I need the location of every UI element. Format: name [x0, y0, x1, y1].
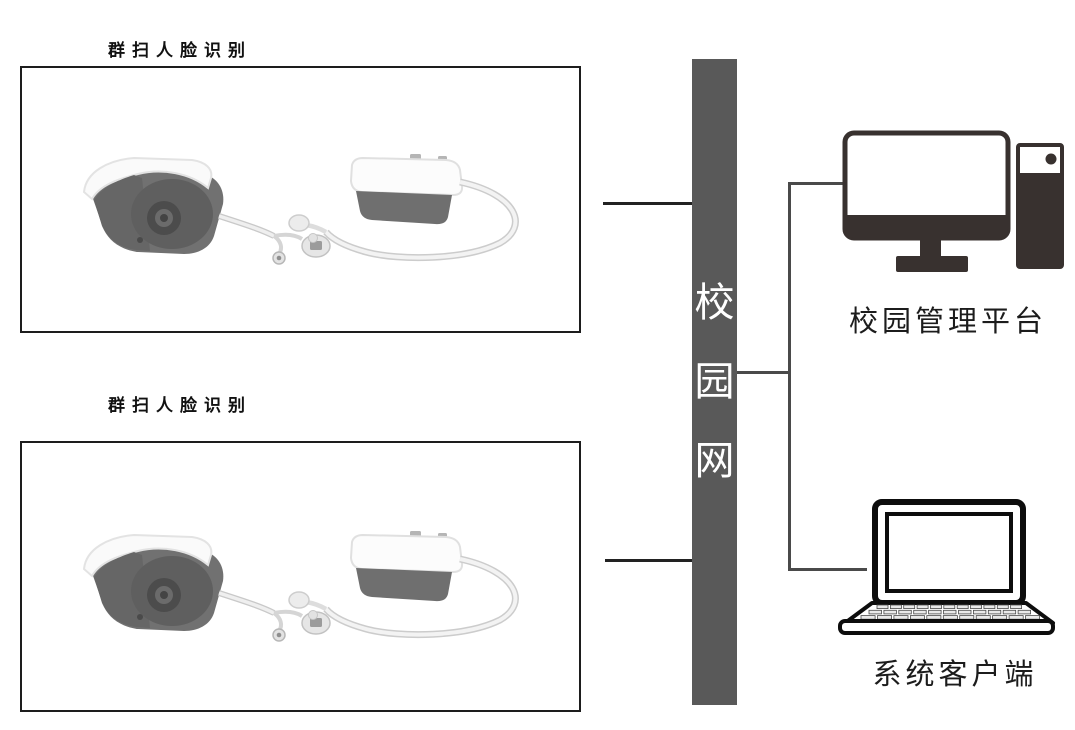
connector-line-network-to-trunk: [737, 371, 790, 374]
camera-pair-illustration: [22, 68, 579, 331]
campus-network-bar: 校 园 网: [692, 59, 737, 705]
camera-group-2-box: [20, 441, 581, 712]
network-bar-char: 网: [694, 438, 735, 483]
laptop-keyboard-keys: [860, 604, 1041, 620]
connector-line-group2-to-network: [605, 559, 692, 562]
connector-trunk-line: [788, 182, 791, 571]
network-bar-char: 园: [694, 359, 735, 404]
laptop-screen: [872, 499, 1026, 606]
camera-pair-illustration: [22, 443, 579, 710]
computer-tower: [1016, 143, 1064, 269]
laptop-icon: [838, 499, 1055, 635]
management-platform-label: 校园管理平台: [848, 306, 1047, 338]
system-client-label: 系统客户端: [872, 659, 1038, 691]
camera-group-1-label: 群扫人脸识别: [108, 41, 252, 60]
network-bar-char: 校: [694, 280, 735, 325]
camera-group-1-box: [20, 66, 581, 333]
desktop-computer-icon: [842, 130, 1064, 272]
connector-line-group1-to-network: [603, 202, 692, 205]
laptop-base: [838, 601, 1055, 635]
connector-line-trunk-to-platform: [788, 182, 845, 185]
connector-line-trunk-to-client: [788, 568, 867, 571]
monitor: [842, 130, 1011, 272]
camera-group-2-label: 群扫人脸识别: [108, 396, 252, 415]
